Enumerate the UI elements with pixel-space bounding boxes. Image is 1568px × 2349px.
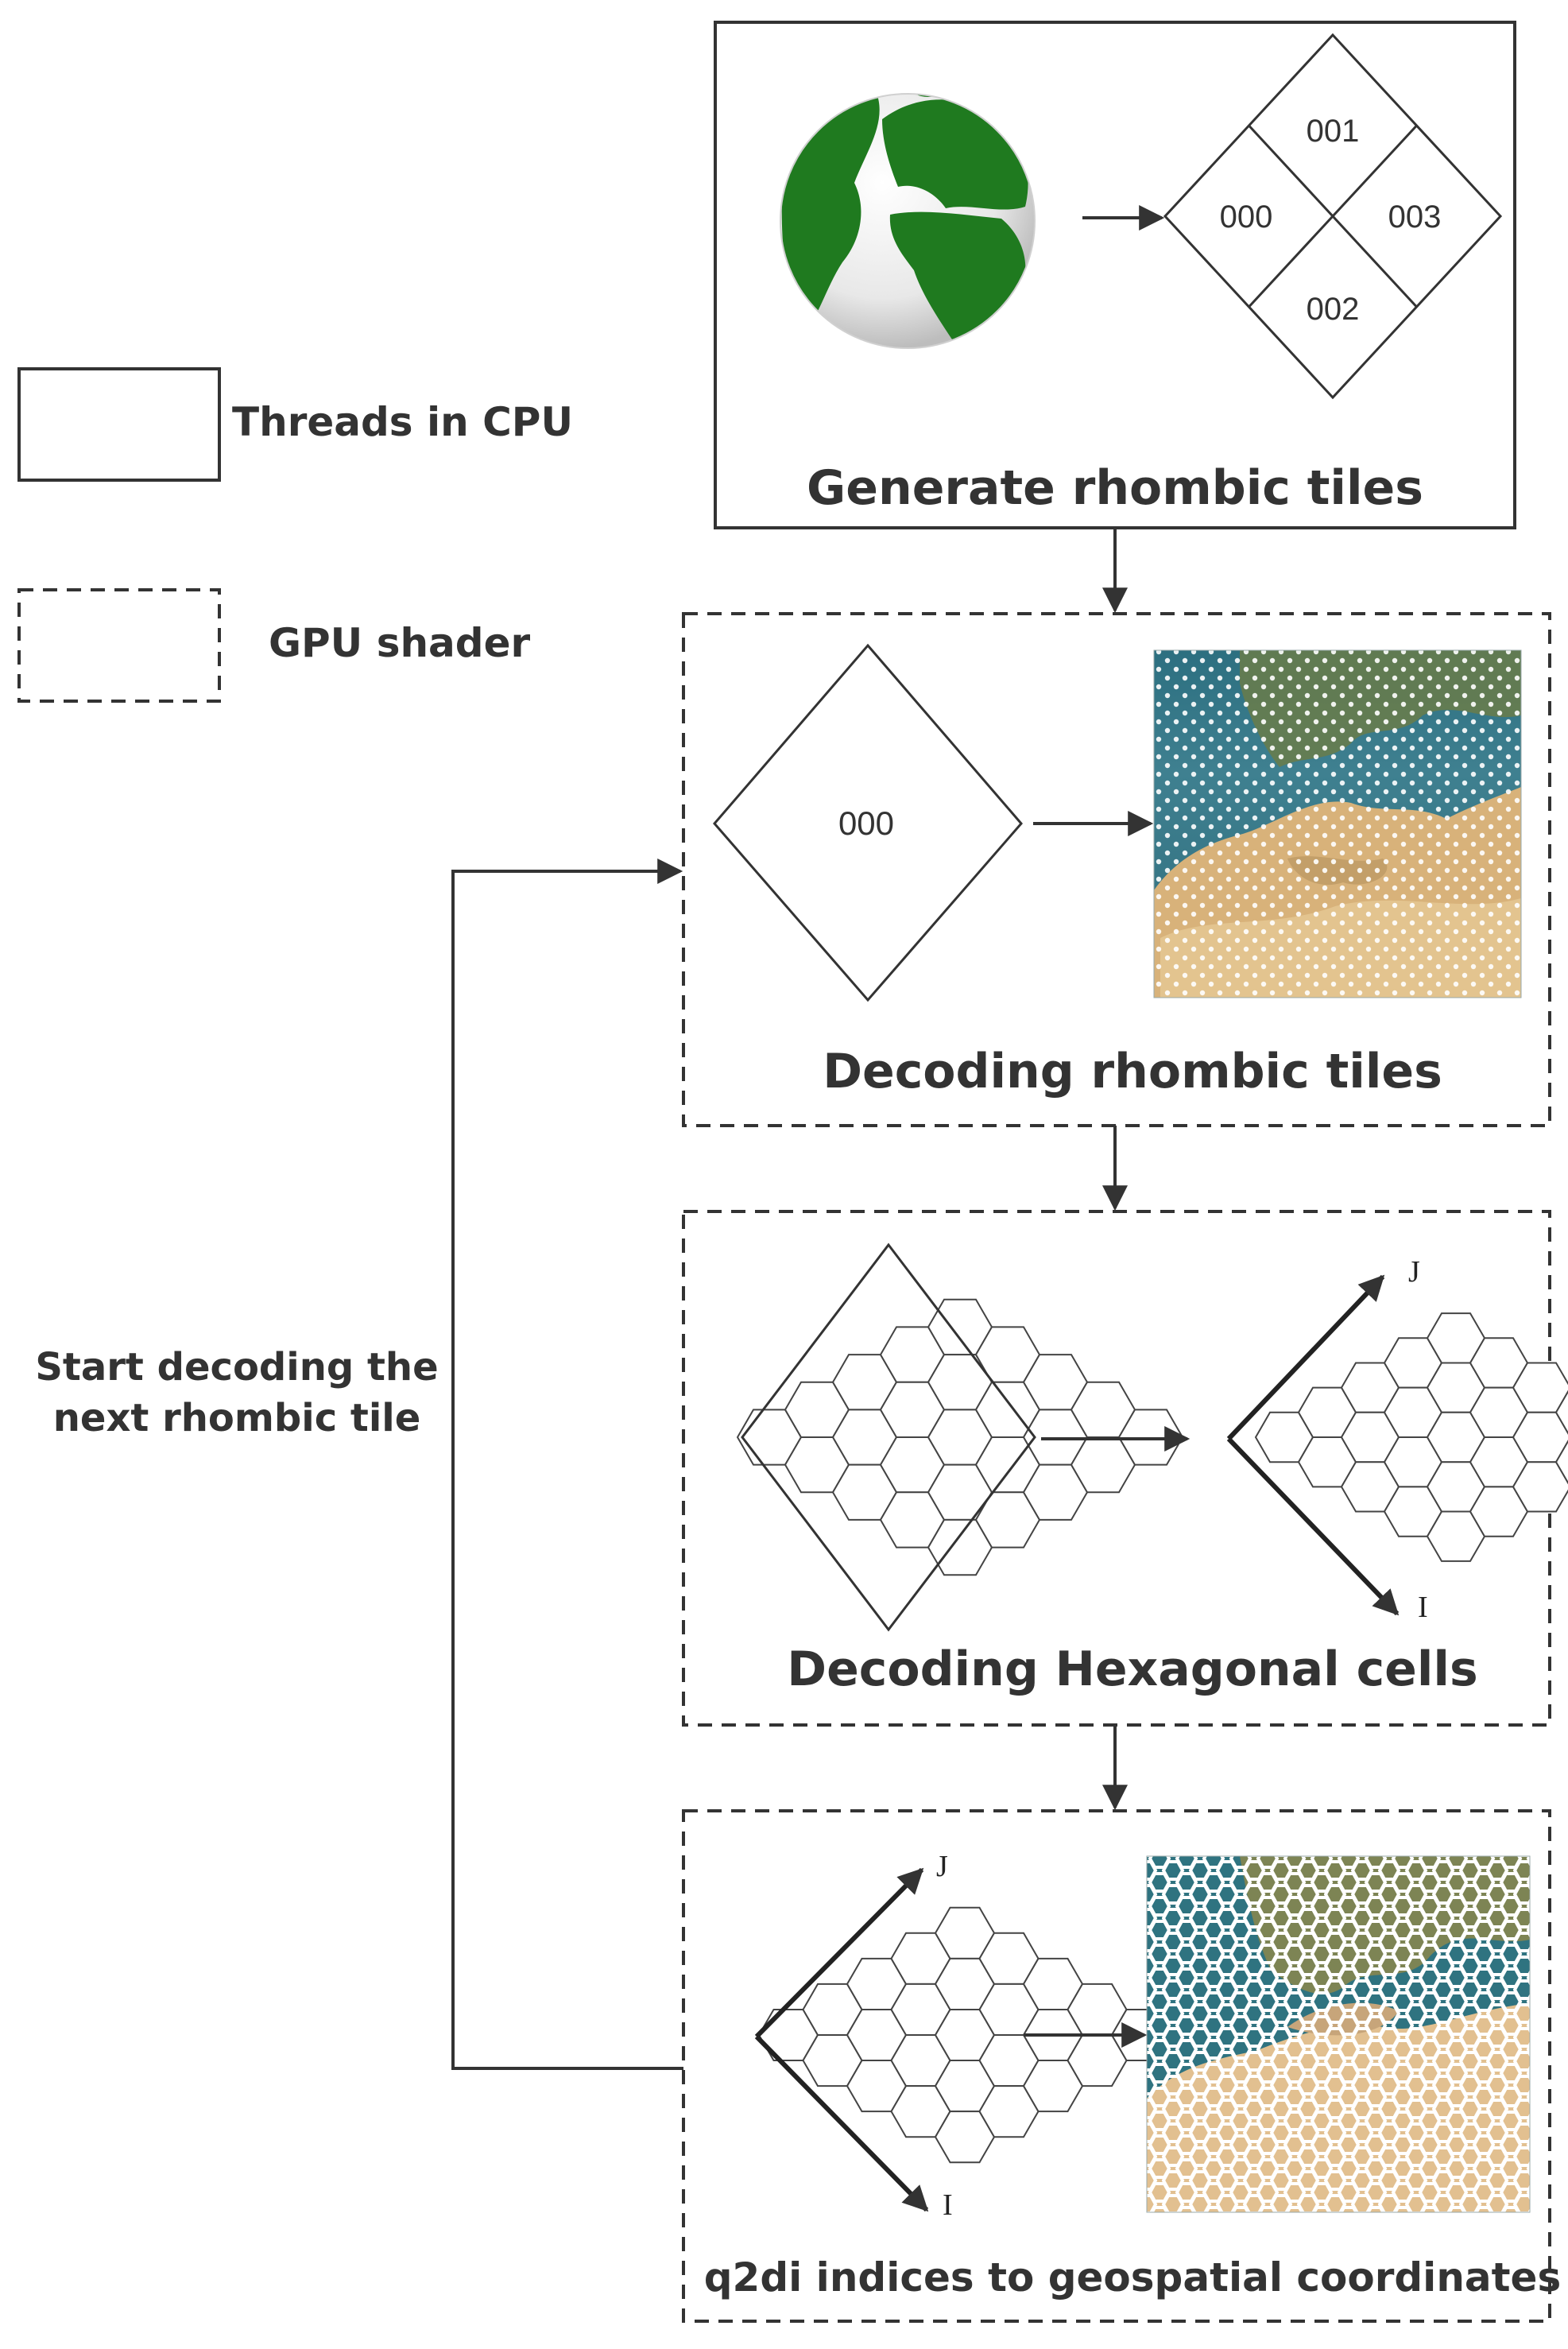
hexagon-grid-with-axes <box>1254 1312 1568 1562</box>
axis-j-label: J <box>1408 1255 1420 1289</box>
tile-code-003: 003 <box>1388 200 1442 235</box>
step-decode-hex-title: Decoding Hexagonal cells <box>787 1642 1477 1697</box>
step-decode-tiles-title: Decoding rhombic tiles <box>823 1044 1442 1099</box>
step-decoding-rhombic-tiles: 000 Decoding rhombic tiles <box>682 612 1551 1127</box>
step-decode-tiles-box <box>682 612 1551 1127</box>
legend-gpu-swatch <box>17 588 221 703</box>
step-generate-rhombic-tiles: 001 000 003 002 Generate rhombic tiles <box>714 21 1516 529</box>
legend-cpu-swatch <box>17 367 221 482</box>
globe-image <box>780 93 1036 349</box>
axis-j-arrow <box>1226 1274 1385 1441</box>
loop-label-line1: Start decoding the <box>35 1345 438 1390</box>
tile-code-001: 001 <box>1307 114 1360 149</box>
q2di-axis-i-label: I <box>943 2188 953 2222</box>
step-decoding-hexagonal-cells: J I Decoding Hexagonal cells <box>682 1210 1568 1727</box>
legend-gpu-label: GPU shader <box>269 620 530 666</box>
legend-cpu-label: Threads in CPU <box>232 399 573 445</box>
q2di-axis-j-label: J <box>936 1850 948 1883</box>
step-q2di-to-geospatial: J I q2di indices to geospatial coordinat… <box>682 1809 1561 2323</box>
rhombus-outline-over-hexes <box>741 1242 1036 1632</box>
single-tile-code: 000 <box>838 804 894 842</box>
rhombus-single-tile <box>713 643 1023 1002</box>
q2di-axis-j-arrow <box>754 1867 924 2039</box>
sample-points-map <box>1154 650 1521 998</box>
q2di-axis-i-arrow <box>754 2034 929 2212</box>
loop-label-line2: next rhombic tile <box>53 1396 421 1440</box>
step-q2di-title: q2di indices to geospatial coordinates <box>704 2254 1561 2301</box>
hexagon-grid-in-rhombus <box>736 1298 1184 1576</box>
tile-code-002: 002 <box>1307 292 1360 327</box>
step-generate-title: Generate rhombic tiles <box>807 460 1423 516</box>
hex-cell <box>1554 1440 1568 1485</box>
loop-back-connector: Start decoding the next rhombic tile <box>35 859 683 2070</box>
rhombus-quad-tiles <box>1163 33 1503 400</box>
tile-code-000: 000 <box>1220 200 1273 235</box>
hexagonal-cells-map <box>1147 1856 1530 2212</box>
step-q2di-box <box>682 1809 1551 2323</box>
loop-back-arrow <box>451 859 683 2070</box>
axis-i-arrow <box>1226 1436 1400 1616</box>
hex-cell <box>1554 1390 1568 1435</box>
legend: Threads in CPU GPU shader <box>17 367 573 703</box>
axis-i-label: I <box>1418 1591 1428 1624</box>
